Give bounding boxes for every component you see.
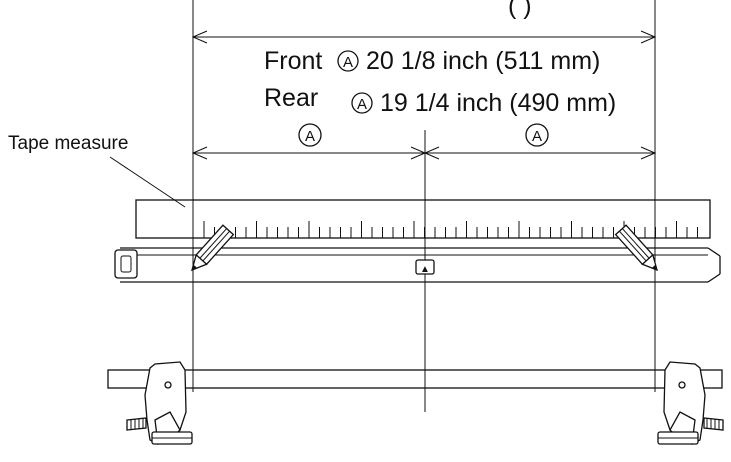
front-label: Front [264,47,322,75]
pencil-icon [614,224,658,272]
lower-crossbar [107,369,723,389]
circled-a-letter: A [305,128,315,145]
rear-label: Rear [264,84,318,112]
rear-measure: 19 1/4 inch (490 mm) [380,89,616,117]
front-measure: 20 1/8 inch (511 mm) [366,47,600,75]
foot-bracket-icon [657,361,724,445]
left-half-dimension-arrow [191,146,427,160]
full-width-dimension-arrow [191,30,657,44]
circled-a-letter: A [343,54,353,71]
circled-a-letter: A [532,128,542,145]
tape-measure-ticks [203,221,698,238]
center-mark-glyph: ▲ [420,264,430,275]
top-partial-label: ( ) [508,0,532,20]
circled-a-icon: A [298,123,322,147]
center-mark-icon: ▲ [415,259,435,275]
tape-measure [135,199,711,239]
circled-a-icon: A [351,92,373,114]
circled-a-icon: A [337,50,359,72]
right-half-dimension-arrow [423,146,657,160]
tape-measure-label: Tape measure [8,133,128,154]
tape-measure-leader-line [109,156,186,208]
circled-a-icon: A [525,123,549,147]
pencil-icon [191,224,235,272]
circled-a-letter: A [357,96,367,113]
foot-bracket-icon [126,361,193,445]
